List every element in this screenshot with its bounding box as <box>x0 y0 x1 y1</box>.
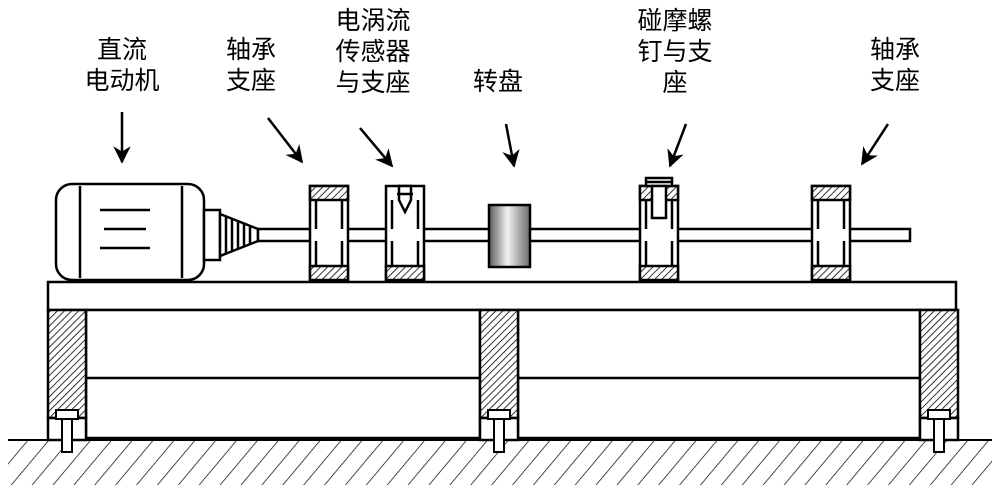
label-dc-motor: 直流 电动机 <box>84 35 160 95</box>
eddy-current-sensor-support <box>384 184 426 282</box>
arrow-bearing-left <box>267 117 304 164</box>
pointer-arrows <box>113 112 890 168</box>
label-bearing-support-left: 轴承 支座 <box>225 35 276 95</box>
rub-screw-support <box>638 176 680 282</box>
bearing-support-left <box>308 184 350 282</box>
arrow-disk <box>502 123 520 168</box>
anchor-bolts <box>55 409 951 453</box>
label-rotor-disk: 转盘 <box>472 67 523 96</box>
rotor-disk <box>487 203 532 269</box>
label-eddy-current-sensor: 电涡流 传感器 与支座 <box>335 6 411 97</box>
arrow-bearing-right <box>860 123 890 166</box>
label-bearing-support-right: 轴承 支座 <box>869 35 920 95</box>
test-bed-frame <box>46 280 960 442</box>
dc-motor <box>54 182 260 282</box>
arrow-rub-screw <box>667 123 688 168</box>
arrow-sensor <box>359 127 394 168</box>
bearing-support-right <box>810 184 852 282</box>
label-rub-screw-support: 碰摩螺 钉与支 座 <box>637 6 713 97</box>
